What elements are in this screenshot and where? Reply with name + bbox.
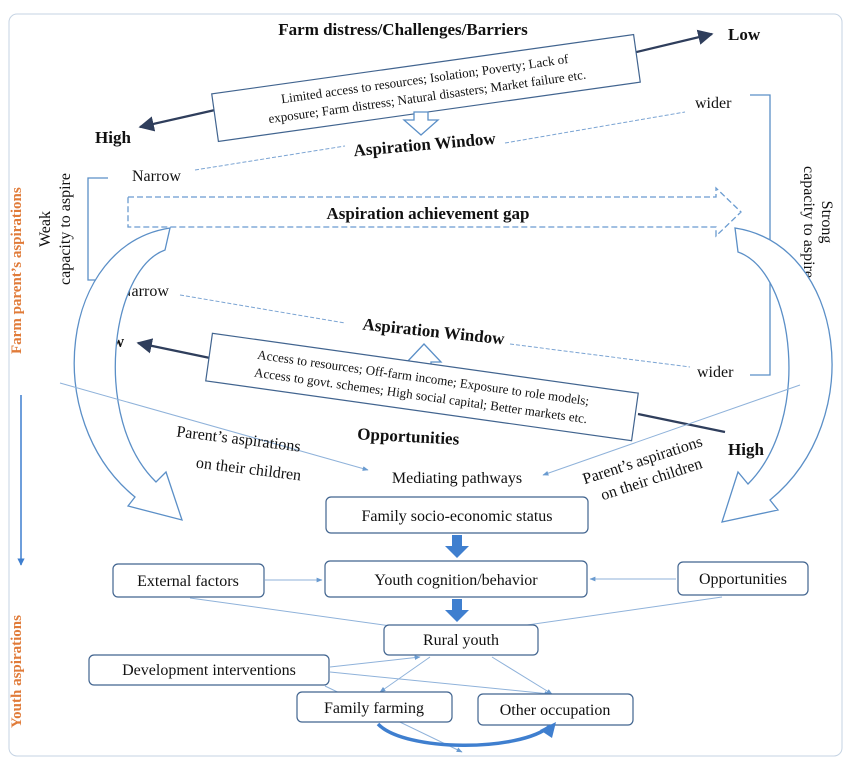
family-farming-label: Family farming [324,700,424,717]
side-label-youth: Youth aspirations [9,615,25,728]
top-window-label: Aspiration Window [353,129,497,160]
family-farming-box [296,691,453,723]
opportunities-title: Opportunities [357,424,460,448]
external-label: External factors [137,573,239,590]
family-ses-box [325,496,589,534]
dev-to-other [329,671,551,696]
weak-line-2: capacity to aspire [57,173,74,285]
opportunities-small-box [677,561,809,596]
top-narrow-label: Narrow [132,168,181,185]
side-label-parents: Farm parent’s aspirations [9,187,25,354]
bottom-narrow-label: Narrow [120,283,169,300]
dev-interventions-box [88,654,330,686]
right-mediating-line [542,384,801,476]
top-title: Farm distress/Challenges/Barriers [278,20,528,39]
bottom-window-label: Aspiration Window [362,315,506,349]
left-parent-line-1: Parent’s aspirations [176,423,302,455]
top-window-line-right [504,111,686,144]
strong-bracket [750,94,771,376]
flow-arrow-2 [445,599,469,622]
achievement-gap-arrow [127,186,742,238]
family-ses-label: Family socio-economic status [361,508,552,525]
rural-to-family-farming [379,656,431,693]
dev-to-rural [329,655,421,668]
top-high-label: High [95,128,131,147]
youth-cognition-label: Youth cognition/behavior [374,572,538,589]
outer-frame [8,13,843,757]
right-curved-arrow [721,227,833,523]
mediating-label: Mediating pathways [392,470,522,487]
bottom-arrow-to-low [136,338,211,360]
strong-line-1: Strong [818,201,835,244]
other-occupation-label: Other occupation [500,702,611,719]
external-to-rural [189,597,421,632]
dev-interventions-label: Development interventions [122,662,296,679]
opportunities-small-label: Opportunities [699,571,787,588]
top-low-label: Low [728,25,761,44]
barriers-box: Limited access to resources; Isolation; … [211,33,641,143]
left-parent-line-2: on their children [195,455,302,485]
external-box [112,563,265,598]
bottom-curved-link-head [540,722,556,738]
top-window-line-left [194,145,346,171]
bottom-wider-label: wider [697,364,734,381]
bottom-high-label: High [728,440,764,459]
bottom-window-line-right [509,343,691,368]
strong-line-2: capacity to aspire [800,166,817,278]
weak-bracket [87,177,108,281]
rural-youth-box [383,624,539,656]
bottom-arrow-to-high [637,412,726,434]
youth-cognition-box [324,560,588,598]
other-occupation-box [477,693,634,726]
top-wider-label: wider [695,95,732,112]
top-arrow-to-high [138,108,216,132]
rural-youth-label: Rural youth [423,632,499,649]
bottom-window-line-left [179,294,346,324]
weak-line-1: Weak [37,211,54,247]
bottom-curved-link [376,722,552,747]
top-hollow-arrow [402,111,440,136]
rural-to-other [491,656,553,695]
gap-label: Aspiration achievement gap [326,204,529,223]
flow-arrow-1 [445,535,469,558]
left-curved-arrow [73,227,183,521]
left-mediating-line [59,382,369,471]
